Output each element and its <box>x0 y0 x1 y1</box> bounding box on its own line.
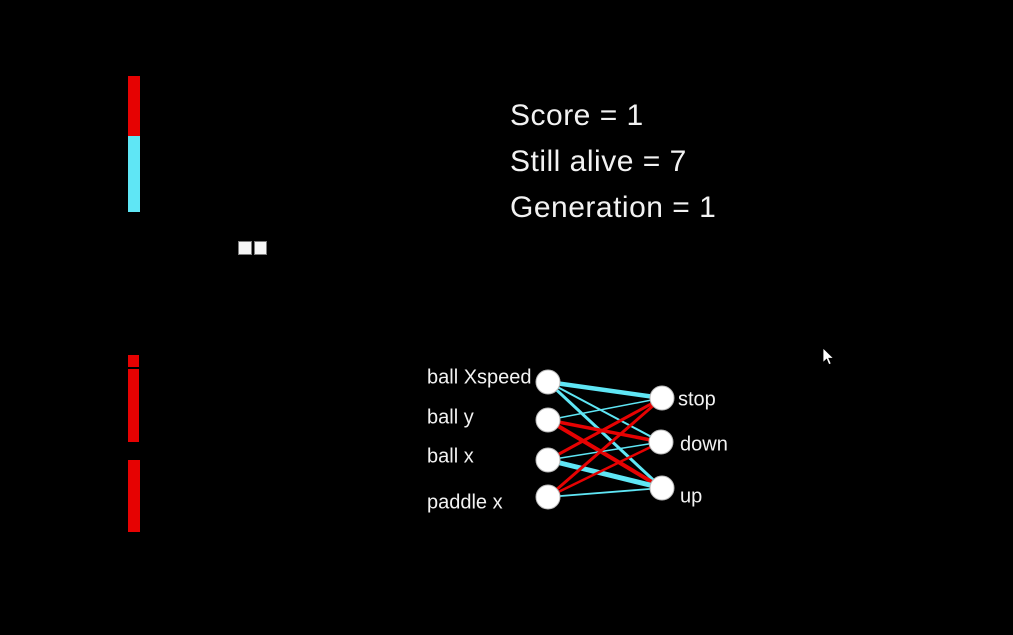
connection-paddle-x-to-stop <box>547 396 663 499</box>
ai-paddle-red-bottom <box>128 460 140 532</box>
input-label-ball-xspeed: ball Xspeed <box>427 366 532 389</box>
enemy-paddle-red-top <box>128 76 140 136</box>
connection-ball-y-to-up <box>546 418 664 490</box>
score-text: Score = 1 <box>510 99 644 132</box>
player-paddle-cyan <box>128 136 140 212</box>
generation-text: Generation = 1 <box>510 191 717 224</box>
mouse-cursor-icon <box>822 347 835 366</box>
connection-ball-xspeed-to-up <box>546 380 664 490</box>
ball-left <box>238 241 252 255</box>
output-label-up: up <box>680 485 703 508</box>
still-alive-text: Still alive = 7 <box>510 145 687 178</box>
score-hud: Score = 1 Still alive = 7 Generation = 1 <box>510 93 716 231</box>
connection-ball-x-to-up <box>547 457 663 491</box>
input-label-ball-x: ball x <box>427 445 474 468</box>
connection-ball-xspeed-to-stop <box>547 379 663 401</box>
node-stop <box>649 385 675 411</box>
ai-paddle-red-mid-upper <box>128 355 139 367</box>
input-label-ball-y: ball y <box>427 406 474 429</box>
node-paddle-x <box>535 484 561 510</box>
ai-paddle-red-mid-lower <box>128 369 139 442</box>
connection-ball-xspeed-to-down <box>547 381 662 443</box>
node-up <box>649 475 675 501</box>
input-label-paddle-x: paddle x <box>427 491 503 514</box>
connection-ball-y-to-stop <box>547 397 663 421</box>
connection-paddle-x-to-down <box>547 440 662 499</box>
node-ball-x <box>535 447 561 473</box>
node-down <box>648 429 674 455</box>
output-label-stop: stop <box>678 388 716 411</box>
node-ball-xspeed <box>535 369 561 395</box>
connection-ball-x-to-down <box>547 441 662 461</box>
output-label-down: down <box>680 433 728 456</box>
node-ball-y <box>535 407 561 433</box>
connection-ball-y-to-down <box>547 418 662 444</box>
ball-right <box>254 241 267 255</box>
connection-ball-x-to-stop <box>547 396 663 462</box>
connection-paddle-x-to-up <box>547 487 663 498</box>
